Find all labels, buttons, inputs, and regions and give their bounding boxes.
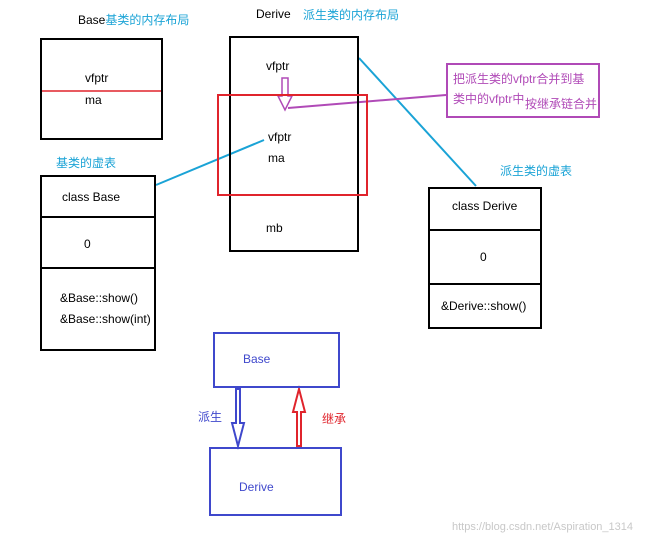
merge-note-line-1: 把派生类的vfptr合并到基 [453, 72, 585, 86]
derive-vtable-offset: 0 [480, 250, 487, 264]
base-ma-label: ma [85, 93, 102, 107]
derive-layout-title: Derive [256, 8, 291, 20]
derive-vtable-class-name: class Derive [452, 199, 518, 213]
base-vtable-func-show: &Base::show() [60, 291, 139, 305]
inherit-derive-label: Derive [239, 480, 274, 494]
base-layout-title: Base基类的内存布局 [78, 14, 189, 26]
base-vtable-title: 基类的虚表 [56, 156, 117, 170]
watermark-text: https://blog.csdn.net/Aspiration_1314 [452, 521, 634, 533]
base-vtable-class-name: class Base [62, 190, 121, 204]
derive-vtable-divider-2 [428, 283, 542, 285]
derive-vtable-func-show: &Derive::show() [441, 299, 527, 313]
base-vtable-box [40, 175, 156, 351]
derive-ma-label: ma [268, 151, 285, 165]
merge-note-line-2: 类中的vfptr中 [453, 92, 525, 106]
derive-vfptr-top-label: vfptr [266, 59, 290, 73]
derive-base-subobject-box [217, 94, 368, 196]
base-vtable-offset: 0 [84, 237, 91, 251]
merge-note-box [446, 63, 600, 118]
derive-vtable-divider-1 [428, 229, 542, 231]
derive-vtable-box [428, 187, 542, 329]
inherit-base-box [213, 332, 340, 388]
inherit-base-label: Base [243, 352, 271, 366]
merge-arrow [276, 77, 294, 112]
vfptr-to-derive-vtable-line [358, 57, 477, 187]
derive-layout-title-prefix: Derive [256, 7, 291, 21]
base-layout-box [40, 38, 163, 140]
base-vfptr-label: vfptr [85, 71, 109, 85]
derive-layout-title-suffix: 派生类的内存布局 [303, 8, 400, 22]
derive-arrow [230, 388, 246, 450]
base-layout-title-prefix: Base [78, 13, 106, 27]
merge-note-line-3: 按继承链合并 [525, 97, 598, 111]
base-layout-title-suffix: 基类的内存布局 [105, 13, 190, 27]
inherit-derive-box [209, 447, 342, 516]
base-vtable-divider-2 [40, 267, 156, 269]
base-vtable-func-show-int: &Base::show(int) [60, 312, 151, 326]
base-vtable-divider-1 [40, 216, 156, 218]
derive-vtable-title: 派生类的虚表 [500, 164, 573, 178]
derive-vfptr-inner-label: vfptr [268, 130, 292, 144]
inherit-arrow [291, 385, 307, 447]
derive-arrow-label: 派生 [198, 410, 223, 424]
inner-vfptr-to-base-vtable-line [155, 139, 265, 186]
derive-mb-label: mb [266, 221, 283, 235]
derive-layout-box [229, 36, 359, 252]
inherit-arrow-label: 继承 [322, 412, 347, 426]
